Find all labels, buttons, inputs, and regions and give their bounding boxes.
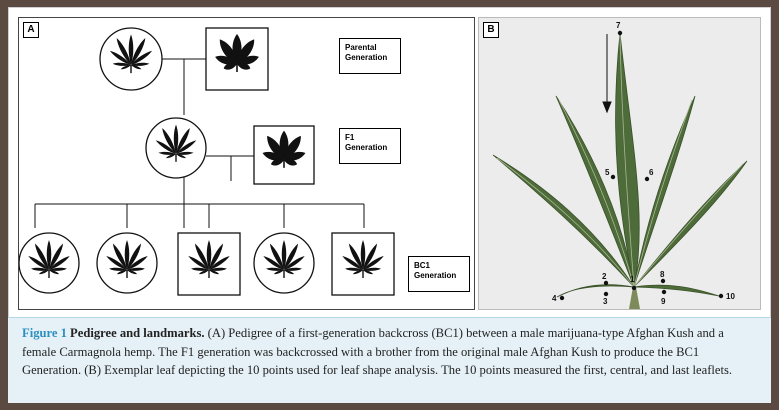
petiole (629, 287, 640, 309)
landmark-point-2 (604, 281, 608, 285)
panel-a-pedigree: A (18, 17, 475, 310)
leaflet-left-3 (557, 285, 634, 297)
figure-caption: Figure 1 Pedigree and landmarks. (A) Ped… (8, 317, 771, 403)
f1-generation-label: F1 Generation (339, 128, 401, 164)
parental-generation-label: Parental Generation (339, 38, 401, 74)
landmark-label-7: 7 (616, 21, 621, 30)
landmark-point-8 (661, 279, 665, 283)
landmark-point-4 (560, 296, 564, 300)
landmark-point-3 (604, 292, 608, 296)
figure-number: Figure 1 (22, 326, 67, 340)
landmark-label-6: 6 (649, 168, 654, 177)
landmark-point-9 (662, 290, 666, 294)
landmark-point-10 (719, 294, 723, 298)
landmark-label-2: 2 (602, 272, 607, 281)
leaflet-right-3 (634, 285, 719, 296)
landmark-label-1: 1 (630, 275, 635, 284)
landmark-point-6 (645, 177, 649, 181)
leaflet-right-1 (634, 96, 695, 287)
landmark-label-8: 8 (660, 270, 665, 279)
panel-b-leaf: B (478, 17, 761, 310)
landmark-label-9: 9 (661, 297, 666, 306)
bc1-generation-label: BC1 Generation (408, 256, 470, 292)
leaf-diagram: 1 2 3 4 5 6 7 8 9 10 (479, 18, 760, 309)
landmark-label-3: 3 (603, 297, 608, 306)
landmark-labels: 1 2 3 4 5 6 7 8 9 10 (552, 21, 735, 306)
landmark-point-7 (618, 31, 622, 35)
landmark-point-5 (611, 175, 615, 179)
landmark-point-1 (632, 286, 636, 290)
landmark-label-10: 10 (726, 292, 735, 301)
landmark-label-5: 5 (605, 168, 610, 177)
pedigree-diagram (19, 18, 474, 309)
landmark-label-4: 4 (552, 294, 557, 303)
figure-title: Pedigree and landmarks. (70, 326, 204, 340)
cannabis-leaf (493, 33, 747, 297)
arrow-indicator (603, 34, 611, 112)
